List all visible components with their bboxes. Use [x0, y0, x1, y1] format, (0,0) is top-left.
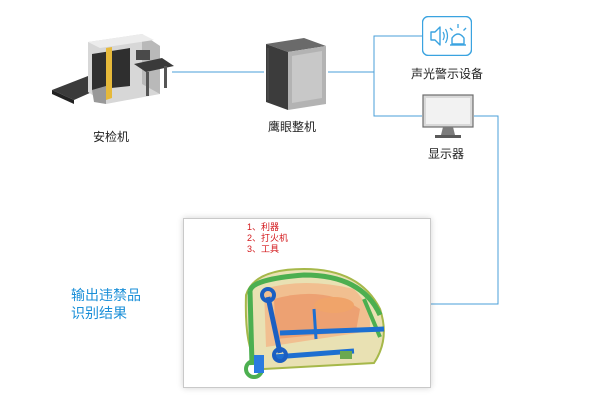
line-branch-to-alarm [373, 35, 422, 72]
threat-list: 1、利器 2、打火机 3、工具 [247, 222, 288, 255]
detection-result-frame [183, 218, 431, 388]
host-computer-icon [266, 38, 326, 110]
monitor-node [422, 94, 474, 140]
xray-machine-icon [52, 34, 174, 104]
alarm-node [422, 16, 472, 56]
xray-machine-label: 安检机 [93, 130, 130, 144]
threat-item-1: 1、利器 [247, 222, 280, 232]
result-title-line-2: 识别结果 [71, 305, 127, 321]
result-title: 输出违禁品 识别结果 [71, 286, 141, 322]
alarm-device-icon [422, 16, 472, 56]
xray-baggage-image [244, 267, 385, 379]
monitor-label: 显示器 [428, 147, 465, 161]
xray-machine-node [50, 28, 175, 110]
threat-item-2: 2、打火机 [247, 233, 289, 243]
line-monitor-to-result [429, 115, 499, 305]
threat-item-3: 3、工具 [247, 244, 280, 254]
result-title-line-1: 输出违禁品 [71, 287, 141, 303]
alarm-label: 声光警示设备 [411, 67, 484, 81]
host-node [262, 36, 330, 110]
host-label: 鹰眼整机 [268, 120, 317, 134]
line-branch-to-monitor [373, 72, 422, 117]
monitor-icon [422, 94, 474, 138]
